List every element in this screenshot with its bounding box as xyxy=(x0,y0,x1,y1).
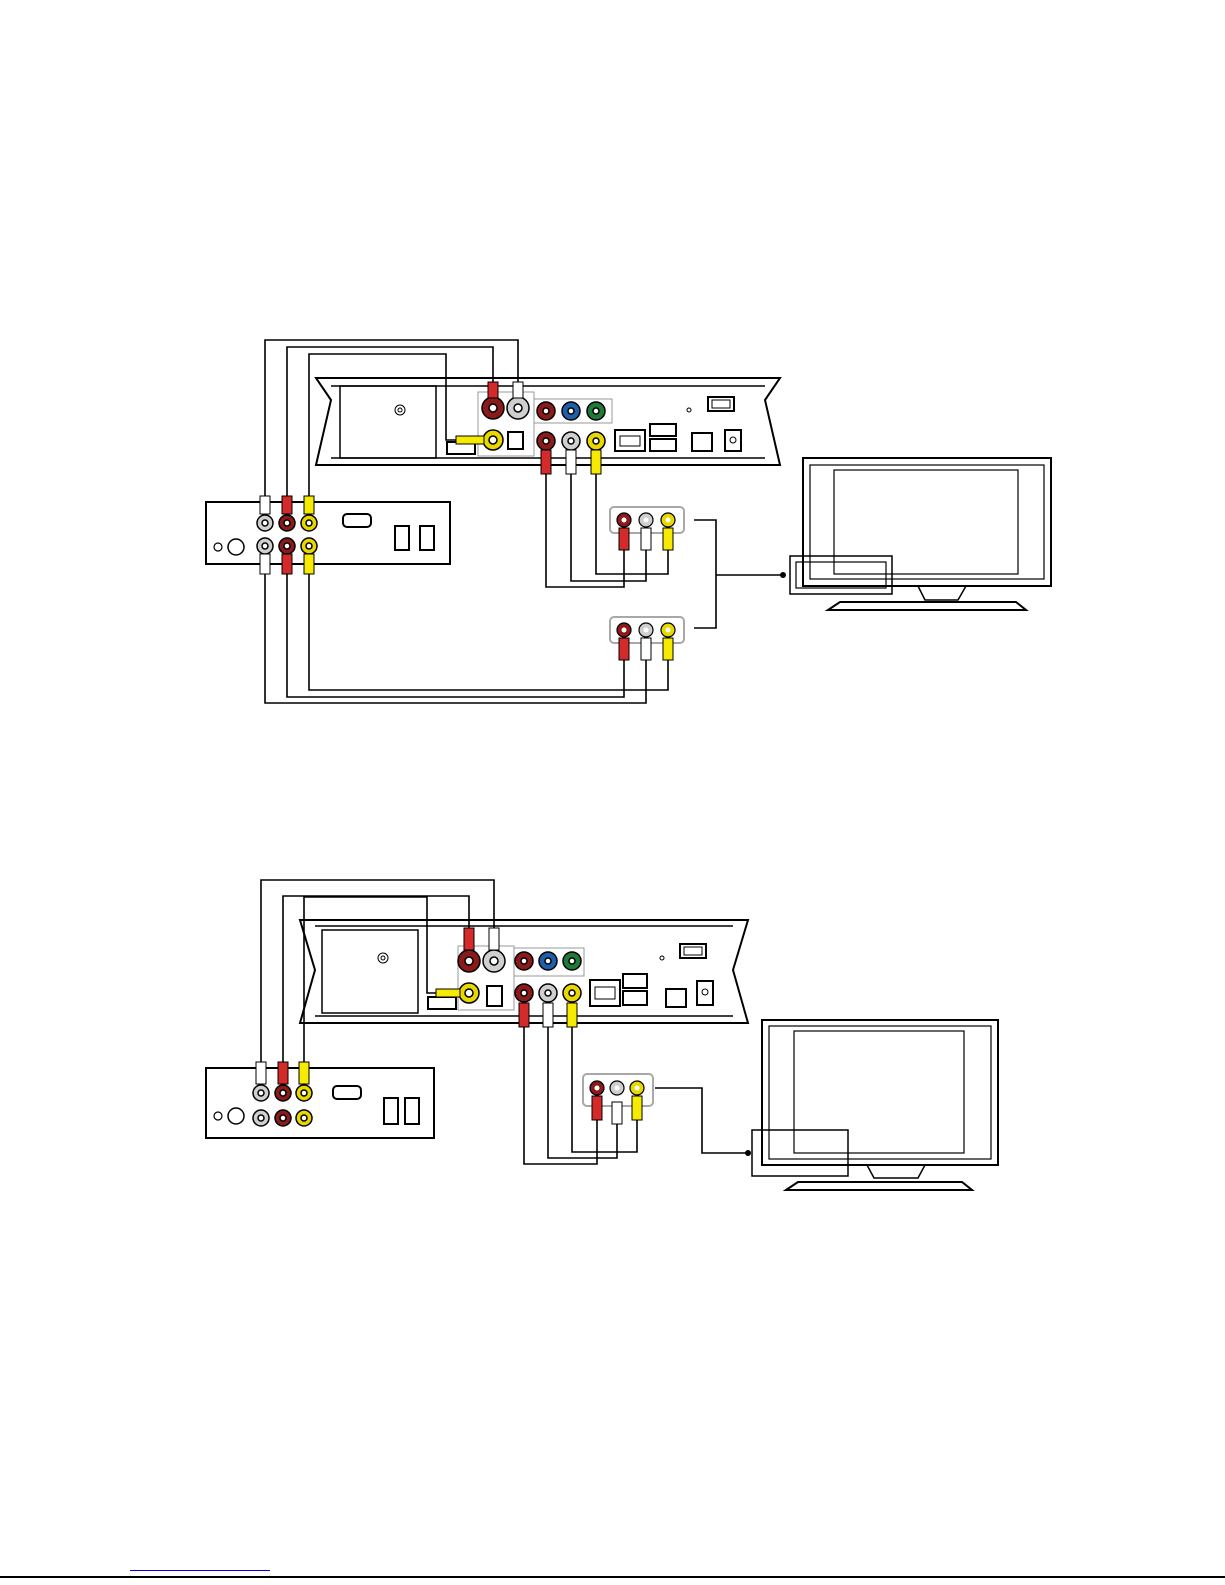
vcr-plugs xyxy=(256,1062,309,1084)
connection-diagram-two-inputs xyxy=(0,300,1225,740)
scart-port-icon xyxy=(333,1086,361,1099)
tv-input-panel xyxy=(583,1074,653,1124)
tv-monitor-icon xyxy=(752,1020,998,1190)
vcr-back-panel xyxy=(206,502,450,564)
scart-port-icon xyxy=(343,514,371,527)
footer-rule xyxy=(0,1576,1225,1578)
cable-junction-dot xyxy=(780,572,786,578)
tv-input-panel-2 xyxy=(610,617,684,660)
connection-diagram-one-input xyxy=(0,840,1225,1230)
tv-input-panel-1 xyxy=(610,507,684,550)
vcr-back-panel xyxy=(206,1068,434,1138)
footer-link-underline[interactable] xyxy=(130,1570,270,1571)
diagram-svg xyxy=(0,840,1225,1230)
diagram-svg xyxy=(0,300,1225,740)
cable-junction-dot xyxy=(745,1150,751,1156)
tv-monitor-icon xyxy=(790,458,1051,610)
